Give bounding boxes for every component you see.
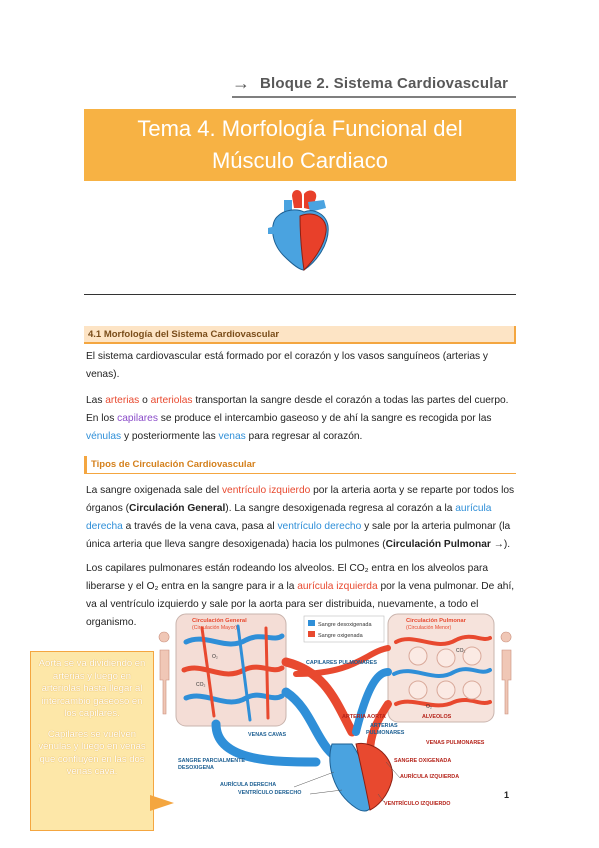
legend-ox: Sangre oxigenada [318, 633, 364, 639]
section-heading-morfologia: 4.1 Morfología del Sistema Cardiovascula… [84, 326, 516, 344]
label-o2-lung: O₂ [426, 704, 432, 710]
term-ventriculo-derecho: ventrículo derecho [277, 521, 362, 532]
label-venas-cavas: VENAS CAVAS [248, 732, 287, 738]
paragraph-2: Las arterias o arteriolas transportan la… [86, 392, 516, 446]
legend-box [303, 615, 385, 643]
label-circ-general: Circulación General [192, 618, 247, 624]
p2-c: transportan la sangre desde el corazón a… [86, 395, 509, 424]
callout-box: Aorta se va dividiendo en arterias y lue… [30, 651, 154, 831]
p3-d: a través de la vena cava, pasa al [122, 521, 278, 532]
p2-f: para regresar al corazón. [245, 431, 363, 442]
legend-swatch-ox [308, 631, 315, 637]
divider [84, 294, 516, 295]
label-sangre-parcial-1: SANGRE PARCIALMENTE [178, 758, 245, 764]
label-arterias: ARTERIAS [370, 723, 398, 729]
p1-text: El sistema cardiovascular está formado p… [86, 351, 489, 380]
callout-text-1: Aorta se va dividiendo en arterias y lue… [38, 658, 146, 719]
label-circ-pulmonar-sub: (Circulación Menor) [406, 625, 452, 631]
heart-icon [268, 190, 329, 272]
section-heading-tipos: Tipos de Circulación Cardiovascular [84, 456, 516, 474]
term-venas: venas [218, 431, 246, 442]
term-auricula-derecha: aurícula derecha [86, 503, 492, 532]
callout-text-2: Capilares se vuelven vénulas y luego en … [38, 728, 146, 778]
term-arteriolas: arteriolas [150, 395, 193, 406]
title-line-2: Músculo Cardiaco [211, 148, 389, 173]
p3-f: ). [503, 539, 511, 550]
label-auricula-derecha: AURÍCULA DERECHA [220, 780, 276, 788]
p2-e: y posteriormente las [121, 431, 219, 442]
human-figure-right [500, 631, 512, 715]
p2-a: Las [86, 395, 106, 406]
section-heading-text: 4.1 Morfología del Sistema Cardiovascula… [88, 328, 280, 340]
title-banner: Tema 4. Morfología Funcional del Músculo… [84, 109, 516, 181]
arrow-right-icon: → [232, 72, 250, 93]
p4-b: por la vena pulmonar. De ahí, va al vent… [86, 581, 515, 628]
p3-e: y sale por la arteria pulmonar (la única… [86, 521, 511, 550]
term-venulas: vénulas [86, 431, 122, 442]
label-circ-general-sub: (Circulación Mayor) [192, 625, 237, 631]
circulation-diagram: Sangre desoxigenada Sangre oxigenada Cir… [158, 613, 512, 812]
p3-c: ). La sangre desoxigenada regresa al cor… [225, 503, 456, 514]
paragraph-1: El sistema cardiovascular está formado p… [86, 348, 516, 384]
legend-swatch-deox [308, 620, 315, 626]
label-ventriculo-derecho: VENTRÍCULO DERECHO [238, 788, 302, 796]
label-venas-pulmonares: VENAS PULMONARES [426, 740, 485, 746]
human-figure-left [158, 631, 170, 715]
label-auricula-izquierda: AURÍCULA IZQUIERDA [400, 772, 459, 780]
label-sangre-oxigenada: SANGRE OXIGENADA [394, 758, 451, 764]
p3-b: por la arteria aorta y se reparte por to… [86, 485, 515, 514]
label-co2-lung: CO₂ [456, 648, 466, 654]
term-ventriculo-izquierdo: ventrículo izquierdo [221, 485, 311, 496]
label-ventriculo-izquierdo: VENTRÍCULO IZQUIERDO [384, 799, 451, 807]
term-circulacion-general: Circulación General [129, 503, 226, 514]
label-co2: CO₂ [196, 682, 206, 688]
section-heading-text: Tipos de Circulación Cardiovascular [91, 459, 256, 470]
label-o2: O₂ [212, 654, 218, 660]
paragraph-3: La sangre oxigenada sale del ventrículo … [86, 482, 516, 554]
p2-d: se produce el intercambio gaseoso y de a… [157, 413, 492, 424]
paragraph-4: Los capilares pulmonares están rodeando … [86, 560, 516, 632]
bloque-title: Bloque 2. Sistema Cardiovascular [260, 74, 509, 92]
legend-deox: Sangre desoxigenada [318, 622, 372, 628]
bloque-header: → Bloque 2. Sistema Cardiovascular [232, 70, 516, 98]
p3-a: La sangre oxigenada sale del [86, 485, 222, 496]
label-arteria-aorta: ARTERIA AORTA [342, 714, 386, 720]
p4-a: Los capilares pulmonares están rodeando … [86, 563, 489, 592]
term-auricula-izquierda: aurícula izquierda [297, 581, 378, 592]
label-circ-pulmonar: Circulación Pulmonar [406, 618, 467, 624]
callout-pointer [150, 795, 174, 811]
label-pulmonares: PULMONARES [366, 730, 405, 736]
title-line-1: Tema 4. Morfología Funcional del [137, 116, 463, 141]
term-circulacion-pulmonar: Circulación Pulmonar → [385, 539, 504, 550]
term-arterias: arterias [105, 395, 140, 406]
label-sangre-parcial-2: DESOXIGENA [178, 765, 214, 771]
label-capilares-pulmonares: CAPILARES PULMONARES [306, 660, 377, 666]
label-alveolos: ALVEOLOS [422, 714, 452, 720]
diagram-heart [329, 742, 393, 812]
term-capilares: capilares [117, 413, 158, 424]
page-number: 1 [504, 790, 510, 800]
p2-b: o [139, 395, 151, 406]
